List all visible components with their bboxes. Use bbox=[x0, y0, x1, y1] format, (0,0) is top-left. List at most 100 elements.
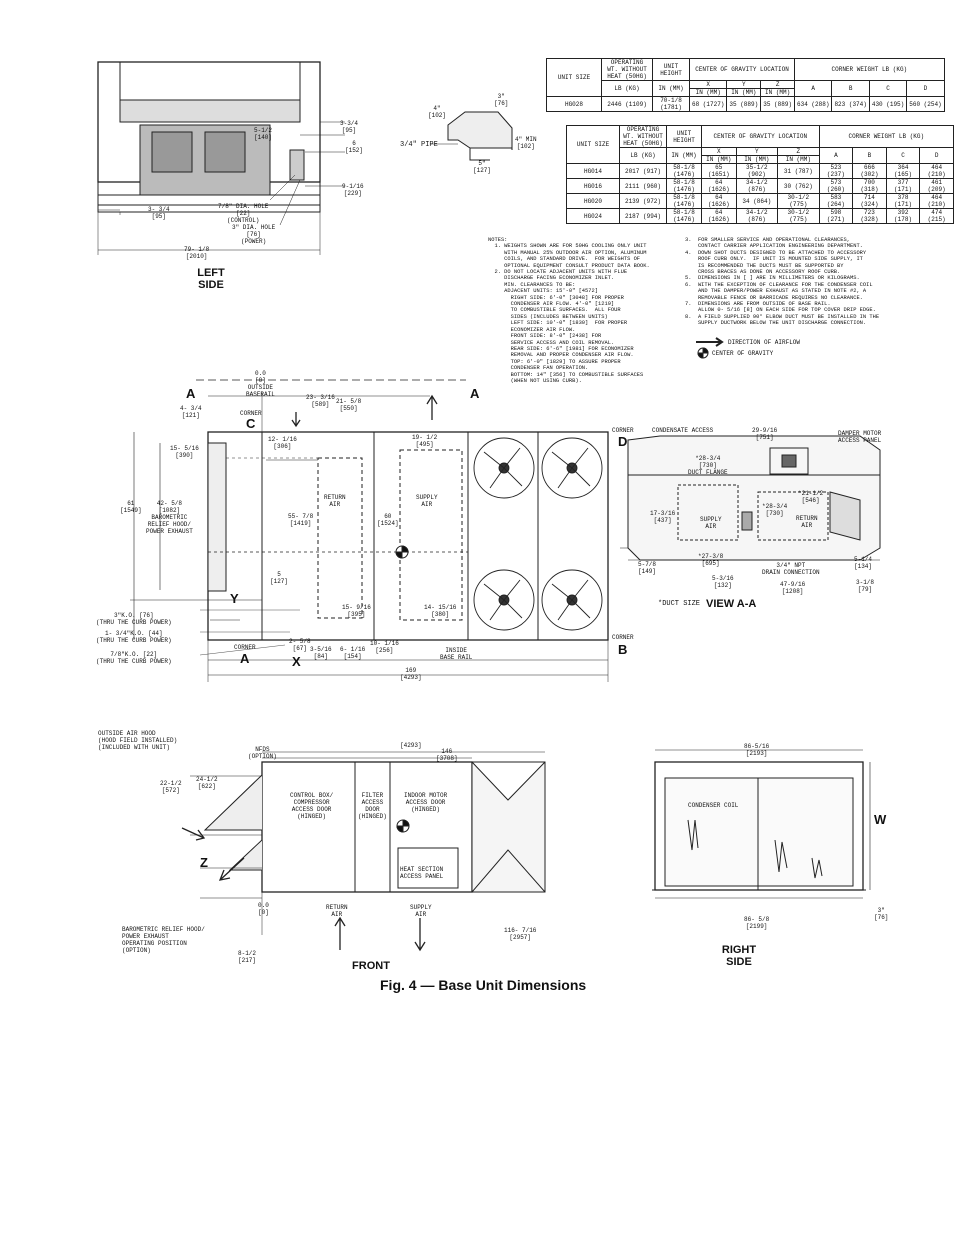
cell-h: 70-1/8 (1781) bbox=[652, 96, 690, 112]
view-title-left: LEFT SIDE bbox=[197, 267, 225, 291]
pipe-detail bbox=[430, 111, 513, 161]
cell-c: 430 (195) bbox=[868, 96, 908, 112]
origin-label: 0.0 [0] OUTSIDE BASERAIL bbox=[246, 370, 275, 398]
hdr-unit-size: UNIT SIZE bbox=[546, 58, 602, 97]
cell-b: 700 (318) bbox=[852, 178, 887, 194]
duct-size-note: *DUCT SIZE bbox=[658, 600, 701, 608]
hdr-operating-wt: OPERATING WT. WITHOUT HEAT (50HG) bbox=[601, 58, 653, 81]
supply-air-label: SUPPLY AIR bbox=[410, 904, 432, 918]
hole-label: 3" DIA. HOLE [76] (POWER) bbox=[232, 224, 276, 245]
view-title-front: FRONT bbox=[352, 960, 390, 972]
view-title-right: RIGHT SIDE bbox=[721, 944, 757, 968]
dim-label: 3" [76] bbox=[874, 907, 889, 921]
cell-wt: 2111 (960) bbox=[619, 178, 667, 194]
sub-z: Z bbox=[760, 80, 796, 89]
cell-a: 583 (264) bbox=[818, 193, 854, 209]
corner-d: D bbox=[618, 434, 628, 449]
corner-c-label: CORNER bbox=[240, 410, 262, 417]
dim-label: 146 [3708] bbox=[436, 748, 458, 762]
cell-x: 64 (1626) bbox=[701, 178, 737, 194]
dim-label: 42- 5/8 [1082] BAROMETRIC RELIEF HOOD/ P… bbox=[146, 500, 193, 535]
cell-size: HG016 bbox=[566, 178, 620, 194]
dim-label: 14- 15/16 [380] bbox=[424, 604, 457, 618]
sub-lb-kg: LB (KG) bbox=[601, 80, 653, 97]
cell-x: 64 (1626) bbox=[701, 208, 737, 224]
right-side-view bbox=[652, 749, 871, 899]
dim-label: 5-3/16 [132] bbox=[712, 575, 734, 589]
hdr-cog: CENTER OF GRAVITY LOCATION bbox=[701, 125, 820, 148]
origin-label: 0.0 [0] bbox=[258, 902, 269, 916]
cell-z: 35 (889) bbox=[760, 96, 796, 112]
cell-h: 58-1/8 (1476) bbox=[666, 178, 702, 194]
cell-b: 714 (324) bbox=[852, 193, 887, 209]
cell-a: 523 (237) bbox=[818, 163, 854, 179]
dim-label: 5" [127] bbox=[473, 160, 492, 174]
view-aa bbox=[620, 435, 881, 561]
heat-section-label: HEAT SECTION ACCESS PANEL bbox=[400, 866, 444, 880]
dim-label: 10- 1/16 [256] bbox=[370, 640, 399, 654]
sub-a: A bbox=[818, 147, 854, 164]
dim-label: 19- 1/2 [495] bbox=[412, 434, 438, 448]
dim-label: 8-1/2 [217] bbox=[238, 950, 257, 964]
inside-rail-label: INSIDE BASE RAIL bbox=[440, 647, 473, 661]
dim-label: *28-3/4 [730] bbox=[762, 503, 788, 517]
corner-a-label: CORNER bbox=[234, 644, 256, 651]
sub-y-units: IN (MM) bbox=[726, 88, 762, 97]
sub-c: C bbox=[868, 80, 908, 97]
return-air-label: RETURN AIR bbox=[324, 494, 346, 508]
cell-y: 34 (864) bbox=[735, 193, 779, 209]
ko-label: 3"K.O. [76] (THRU THE CURB POWER) bbox=[96, 612, 172, 626]
notes-left: NOTES: 1. WEIGHTS SHOWN ARE FOR 50HG COO… bbox=[488, 237, 650, 384]
cell-size: HG014 bbox=[566, 163, 620, 179]
figure-caption: Fig. 4 — Base Unit Dimensions bbox=[380, 977, 587, 993]
hdr-unit-height: UNIT HEIGHT bbox=[652, 58, 690, 81]
dim-label: 29-9/16 [751] bbox=[752, 427, 778, 441]
z-label: Z bbox=[200, 855, 208, 870]
dim-label: 116- 7/16 [2957] bbox=[504, 927, 537, 941]
dim-label: 61 [1549] bbox=[120, 500, 142, 514]
supply-air-label: SUPPLY AIR bbox=[416, 494, 438, 508]
nfds-label: NFDS (OPTION) bbox=[248, 746, 277, 760]
dim-label: 3-1/8 [79] bbox=[856, 579, 875, 593]
sub-x-units: IN (MM) bbox=[688, 88, 728, 97]
cell-c: 378 (171) bbox=[885, 193, 921, 209]
left-side-view bbox=[97, 61, 345, 255]
cell-d: 464 (210) bbox=[919, 193, 954, 209]
cell-y: 35 (889) bbox=[726, 96, 762, 112]
cell-d: 474 (215) bbox=[919, 208, 954, 224]
sub-y: Y bbox=[726, 80, 762, 89]
notes-right: 3. FOR SMALLER SERVICE AND OPERATIONAL C… bbox=[685, 237, 880, 327]
dim-label: 6 [152] bbox=[345, 140, 364, 154]
section-a-left: A bbox=[186, 386, 196, 401]
dim-label: 3- 3/4 [95] bbox=[148, 206, 170, 220]
cell-y: 34-1/2 (876) bbox=[735, 178, 779, 194]
cell-c: 392 (178) bbox=[885, 208, 921, 224]
table-row: HG028 2446 (1109) 70-1/8 (1781) 68 (1727… bbox=[546, 96, 945, 112]
dim-label: *21-1/2 [546] bbox=[798, 490, 824, 504]
return-air-label: RETURN AIR bbox=[326, 904, 348, 918]
dim-label: 17-3/16 [437] bbox=[650, 510, 676, 524]
hdr-cog: CENTER OF GRAVITY LOCATION bbox=[688, 58, 796, 81]
sub-x-units: IN (MM) bbox=[701, 155, 737, 164]
dim-label: 15- 5/16 [390] bbox=[170, 445, 199, 459]
dim-label: 3" [76] bbox=[494, 93, 509, 107]
cell-wt: 2446 (1109) bbox=[601, 96, 653, 112]
cell-b: 723 (328) bbox=[852, 208, 887, 224]
ko-label: 1- 3/4"K.O. [44] (THRU THE CURB POWER) bbox=[96, 630, 172, 644]
sub-z-units: IN (MM) bbox=[760, 88, 796, 97]
cell-d: 560 (254) bbox=[906, 96, 945, 112]
view-title-aa: VIEW A-A bbox=[706, 598, 757, 610]
cell-y: 34-1/2 (876) bbox=[735, 208, 779, 224]
cell-c: 364 (165) bbox=[885, 163, 921, 179]
dim-label: 55- 7/8 [1419] bbox=[288, 513, 314, 527]
cell-h: 58-1/8 (1476) bbox=[666, 208, 702, 224]
supply-air-label: SUPPLY AIR bbox=[700, 516, 722, 530]
cell-h: 58-1/8 (1476) bbox=[666, 163, 702, 179]
cell-x: 65 (1651) bbox=[701, 163, 737, 179]
dim-label: 60 [1524] bbox=[377, 513, 399, 527]
y-label: Y bbox=[230, 591, 239, 606]
